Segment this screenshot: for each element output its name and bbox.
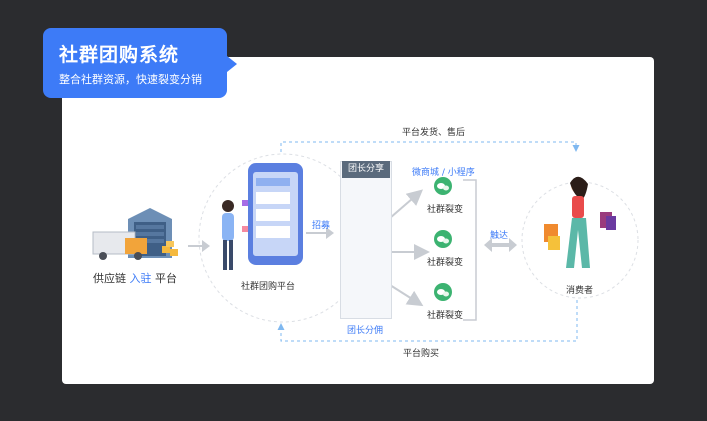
wechat-icon — [434, 177, 452, 195]
title-badge: 社群团购系统 整合社群资源，快速裂变分销 — [43, 28, 237, 98]
top-flow-line — [280, 141, 580, 152]
shopper-icon — [544, 176, 616, 268]
fission-label: 社群裂变 — [427, 205, 464, 215]
fanout-arrow-1 — [389, 189, 424, 219]
top-flow-label: 平台发货、售后 — [402, 128, 466, 138]
page-title: 社群团购系统 — [59, 44, 180, 66]
recruit-label: 招募 — [312, 221, 331, 231]
wechat-icon — [434, 283, 452, 301]
reach-double-arrow — [484, 238, 517, 252]
supply-chain-highlight: 入驻 — [129, 272, 152, 285]
fission-bracket — [463, 179, 477, 321]
phone-platform-icon — [222, 163, 303, 270]
fanout-arrow-3 — [389, 284, 424, 307]
consumer-label: 消费者 — [566, 286, 594, 296]
platform-to-leader-arrow — [306, 227, 334, 239]
leader-column — [340, 161, 392, 319]
supply-chain-label: 供应链 入驻 平台 — [93, 270, 177, 286]
wechat-icon — [434, 230, 452, 248]
platform-label: 社群团购平台 — [241, 282, 296, 292]
leader-share-header: 团长分享 — [342, 161, 390, 178]
leader-commission-label: 团长分佣 — [347, 326, 384, 336]
supply-chain-prefix: 供应链 — [93, 272, 126, 285]
page-subtitle: 整合社群资源，快速裂变分销 — [59, 73, 202, 86]
fission-label: 社群裂变 — [427, 311, 464, 321]
bottom-flow-line — [277, 300, 578, 342]
bottom-flow-label: 平台购买 — [403, 349, 440, 359]
warehouse-truck-icon — [92, 208, 178, 260]
fission-label: 社群裂变 — [427, 258, 464, 268]
mini-program-label: 微商城 / 小程序 — [412, 168, 475, 178]
supply-chain-suffix: 平台 — [155, 272, 177, 285]
reach-label: 触达 — [490, 231, 509, 241]
supply-to-platform-arrow — [188, 240, 210, 252]
